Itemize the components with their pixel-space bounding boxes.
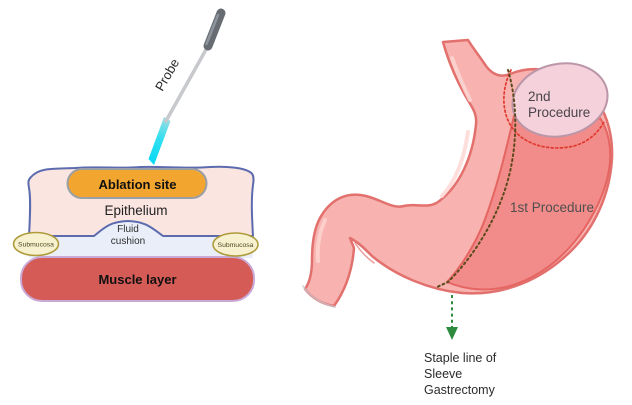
staple-arrow (446, 295, 458, 340)
duodenum-highlight (315, 218, 327, 263)
second-procedure-label-line2: Procedure (528, 105, 590, 120)
fluid-cushion-label-line2: cushion (111, 236, 145, 247)
ablation-diagram: Probe Ablation site Epithelium Fluid cus… (12, 8, 259, 302)
pylorus-crease (354, 242, 375, 264)
ablation-site-shape (66, 168, 208, 199)
esophagus-highlight (450, 56, 472, 102)
staple-annotation-line1: Staple line of (424, 351, 497, 365)
first-procedure-label: 1st Procedure (510, 200, 594, 215)
submucosa-left-shape (12, 231, 60, 257)
fluid-cushion-layer (29, 220, 253, 258)
staple-arrow-head (446, 327, 458, 340)
first-procedure-region (446, 115, 612, 291)
submucosa-right-shape (212, 232, 259, 257)
epithelium-label: Epithelium (104, 203, 167, 218)
body-highlight (440, 130, 470, 198)
submucosa-right-label: Submucosa (218, 242, 254, 249)
second-procedure-pouch (511, 62, 609, 138)
probe (148, 8, 226, 165)
probe-shaft (164, 44, 210, 123)
duodenum-cut-shadow (302, 285, 336, 308)
probe-handle-highlight (205, 13, 220, 46)
second-procedure-label-line1: 2nd (528, 89, 551, 104)
staple-annotation: Staple line of Sleeve Gastrectomy (424, 351, 497, 397)
fluid-cushion-label-line1: Fluid (117, 224, 139, 235)
probe-tip-beam (148, 117, 171, 165)
submucosa-left-label: Submucosa (18, 242, 54, 249)
staple-dotted-line (436, 69, 517, 288)
staple-annotation-line3: Gastrectomy (424, 383, 496, 397)
stomach-diagram: 2nd Procedure 1st Procedure Staple line … (302, 38, 614, 397)
probe-handle (203, 8, 226, 51)
muscle-layer-label: Muscle layer (98, 272, 176, 287)
red-dotted-line (503, 69, 605, 149)
ablation-site-label: Ablation site (98, 177, 176, 192)
muscle-layer-shape (20, 256, 255, 302)
probe-label: Probe (152, 56, 182, 94)
staple-annotation-line2: Sleeve (424, 367, 462, 381)
